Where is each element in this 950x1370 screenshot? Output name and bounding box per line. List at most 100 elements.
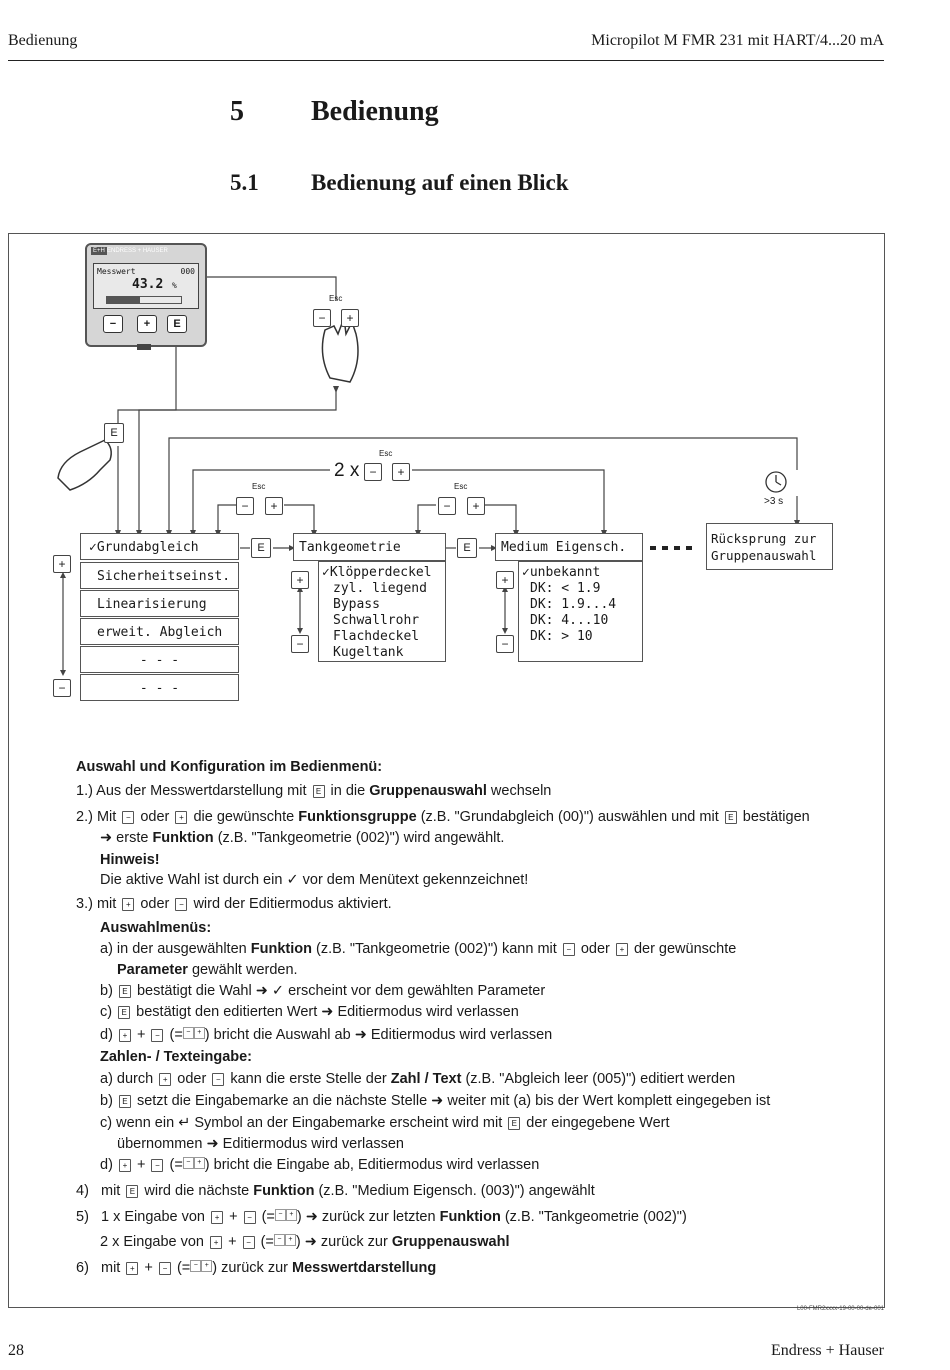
brand-logo: E+H [91, 247, 107, 255]
hinweis-text: Die aktive Wahl ist durch ein ✓ vor dem … [100, 872, 529, 888]
minus-key: − [438, 497, 456, 515]
brand-name: ENDRESS + HAUSER [107, 248, 168, 254]
chapter-number: 5 [230, 96, 244, 127]
e-key-icon: E [508, 1117, 521, 1130]
timer-label: >3 s [764, 496, 784, 507]
menu-group-item: - - - [80, 646, 239, 673]
e-key: E [251, 538, 271, 558]
running-header-right: Micropilot M FMR 231 mit HART/4...20 mA [591, 32, 884, 49]
menu-group-item: - - - [80, 674, 239, 701]
chapter-title: Bedienung [311, 96, 439, 127]
step-1: 1.) Aus der Messwertdarstellung mit E in… [76, 783, 552, 799]
device-e-button[interactable]: E [167, 315, 187, 333]
esc-key-pair-icon: −+ [182, 1027, 205, 1039]
minus-key: − [364, 463, 382, 481]
lcd-label: Messwert [97, 267, 136, 276]
step-6: 6) mit + + − (=−+) zurück zur Messwertda… [76, 1260, 437, 1276]
ruecksprung-box: Rücksprung zur Gruppenauswahl [706, 523, 833, 570]
section-title: Bedienung auf einen Blick [311, 170, 569, 195]
medium-option: DK: 1.9...4 [530, 597, 617, 612]
minus-key: − [496, 635, 514, 653]
function-title: Tankgeometrie [299, 540, 401, 555]
esc-label: Esc [454, 482, 468, 491]
times-label: 2 x [334, 460, 360, 481]
plus-key-icon: + [210, 1236, 223, 1249]
e-key-icon: E [312, 785, 325, 798]
step-2: 2.) Mit − oder + die gewünschte Funktion… [76, 809, 810, 825]
plus-key: + [291, 571, 309, 589]
menu-group-item: erweit. Abgleich [80, 618, 239, 645]
minus-key-icon: − [158, 1262, 171, 1275]
medium-options-box: ✓unbekannt DK: < 1.9 DK: 1.9...4 DK: 4..… [518, 561, 643, 662]
plus-key-icon: + [175, 811, 188, 824]
plus-key-icon: + [615, 943, 628, 956]
menu-group-item: ✓Grundabgleich [80, 533, 239, 560]
zahlen-b: b) E setzt die Eingabemarke an die nächs… [100, 1093, 771, 1109]
auswahl-b: b) E bestätigt die Wahl ➜ ✓ erscheint vo… [100, 983, 546, 999]
minus-key-icon: − [562, 943, 575, 956]
lcd-unit: % [172, 281, 177, 290]
plus-key-icon: + [122, 898, 135, 911]
medium-title: Medium Eigensch. [501, 540, 627, 555]
minus-key: − [291, 635, 309, 653]
auswahl-a: a) in der ausgewählten Funktion (z.B. "T… [100, 941, 737, 957]
ruecksprung-line: Rücksprung zur [711, 531, 817, 546]
plus-key-icon: + [118, 1029, 131, 1042]
minus-key-icon: − [151, 1159, 164, 1172]
auswahl-a-cont: Parameter gewählt werden. [117, 962, 298, 978]
zahlen-title: Zahlen- / Texteingabe: [100, 1049, 253, 1065]
esc-key-pair-icon: −+ [182, 1157, 205, 1169]
plus-key: + [392, 463, 410, 481]
instructions-heading: Auswahl und Konfiguration im Bedienmenü: [76, 759, 383, 775]
minus-key-icon: − [242, 1236, 255, 1249]
page-number: 28 [8, 1342, 24, 1359]
hinweis-title: Hinweis! [100, 852, 160, 868]
lcd-bargraph [106, 296, 182, 304]
zahlen-a: a) durch + oder − kann die erste Stelle … [100, 1071, 736, 1087]
device-display-module: E+H ENDRESS + HAUSER Messwert 000 43.2 %… [85, 243, 207, 347]
e-key-icon: E [118, 985, 131, 998]
footer-brand: Endress + Hauser [771, 1342, 884, 1359]
minus-key-icon: − [212, 1073, 225, 1086]
minus-key-icon: − [151, 1029, 164, 1042]
hand-press-icon [321, 317, 359, 383]
function-option: Flachdeckel [333, 629, 420, 644]
medium-option: DK: 4...10 [530, 613, 609, 628]
e-key-icon: E [118, 1006, 131, 1019]
medium-option: DK: < 1.9 [530, 581, 601, 596]
plus-key-icon: + [159, 1073, 172, 1086]
running-header-left: Bedienung [8, 32, 78, 49]
auswahl-c: c) E bestätigt den editierten Wert ➜ Edi… [100, 1004, 519, 1020]
plus-key: + [265, 497, 283, 515]
e-key-icon: E [118, 1095, 131, 1108]
device-plus-button[interactable]: + [137, 315, 157, 333]
plus-key: + [341, 309, 359, 327]
esc-key-pair-icon: −+ [274, 1209, 297, 1221]
e-key-icon: E [126, 1185, 139, 1198]
medium-option: ✓unbekannt [522, 565, 601, 580]
minus-key-icon: − [175, 898, 188, 911]
plus-key: + [496, 571, 514, 589]
auswahl-d: d) + + − (=−+) bricht die Auswahl ab ➜ E… [100, 1027, 553, 1043]
zahlen-c: c) wenn ein ↵ Symbol an der Eingabemarke… [100, 1115, 670, 1131]
minus-key: − [53, 679, 71, 697]
figure-code: L00-FMR2xxxx-19-00-00-de-001 [796, 1306, 884, 1312]
esc-label: Esc [252, 482, 266, 491]
esc-key-pair-icon: −+ [190, 1260, 213, 1272]
medium-title-box: Medium Eigensch. [495, 533, 643, 561]
step-5: 5) 1 x Eingabe von + + − (=−+) ➜ zurück … [76, 1209, 687, 1225]
check-icon: ✓ [286, 872, 299, 888]
device-minus-button[interactable]: − [103, 315, 123, 333]
function-option: Schwallrohr [333, 613, 420, 628]
clock-icon [765, 471, 787, 493]
step-2-cont: ➜ erste Funktion (z.B. "Tankgeometrie (0… [100, 830, 505, 846]
zahlen-d: d) + + − (=−+) bricht die Eingabe ab, Ed… [100, 1157, 540, 1173]
plus-key-icon: + [118, 1159, 131, 1172]
minus-key-icon: − [122, 811, 135, 824]
auswahl-title: Auswahlmenüs: [100, 920, 212, 936]
hand-e-icon [57, 439, 112, 491]
plus-key-icon: + [211, 1211, 224, 1224]
esc-label: Esc [329, 294, 343, 303]
plus-key: + [467, 497, 485, 515]
e-key: E [457, 538, 477, 558]
